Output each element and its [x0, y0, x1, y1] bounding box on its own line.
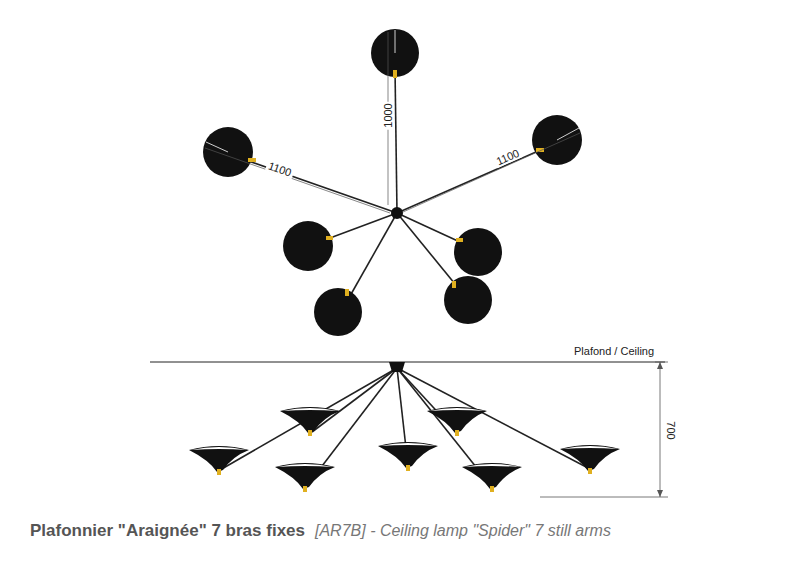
caption-detail: [AR7B] - Ceiling lamp "Spider" 7 still a…	[315, 523, 611, 539]
dimension-value: 1100	[265, 159, 295, 178]
dimension-value: 1000	[382, 101, 393, 129]
ceiling-label: Plafond / Ceiling	[574, 346, 654, 357]
dimension-value: 700	[664, 419, 675, 441]
caption: Plafonnier "Araignée" 7 bras fixes	[30, 522, 305, 539]
